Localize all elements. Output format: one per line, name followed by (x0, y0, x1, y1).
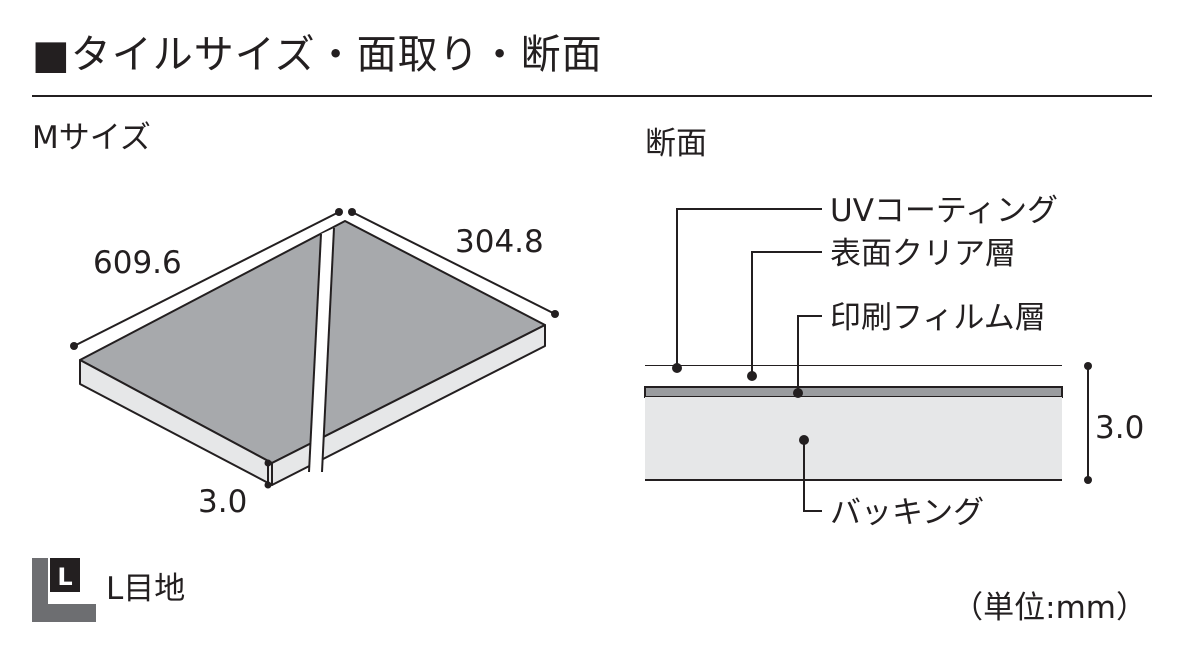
l-joint-label: L目地 (106, 571, 186, 607)
section-thickness-dimension (1084, 362, 1092, 484)
clear-layer (645, 366, 1062, 387)
tile-right-face (271, 324, 546, 486)
section-heading: 断面 (645, 126, 707, 162)
print-film-label: 印刷フィルム層 (830, 300, 1046, 336)
tile-illustration (79, 220, 546, 486)
cross-section (644, 365, 1063, 481)
backing-label: バッキング (830, 495, 984, 531)
l-joint-icon: L (32, 558, 96, 626)
title-divider (32, 95, 1152, 97)
tile-dimension-lines (70, 208, 559, 489)
clear-layer-label: 表面クリア層 (830, 236, 1016, 272)
page-title: ■タイルサイズ・面取り・断面 (32, 32, 603, 78)
width-label: 304.8 (455, 224, 544, 260)
length-label: 609.6 (93, 245, 182, 281)
tile-size-heading: Mサイズ (32, 120, 151, 156)
print-film-layer (644, 386, 1063, 398)
section-leaders (676, 208, 822, 512)
unit-note: （単位:mm） (952, 590, 1147, 626)
l-joint-badge-letter: L (57, 563, 72, 591)
tile-thickness-label: 3.0 (198, 484, 247, 520)
backing-layer (645, 397, 1062, 480)
uv-coating-label: UVコーティング (830, 193, 1058, 229)
tile-break-mark (309, 228, 334, 472)
section-thickness-label: 3.0 (1095, 410, 1144, 446)
